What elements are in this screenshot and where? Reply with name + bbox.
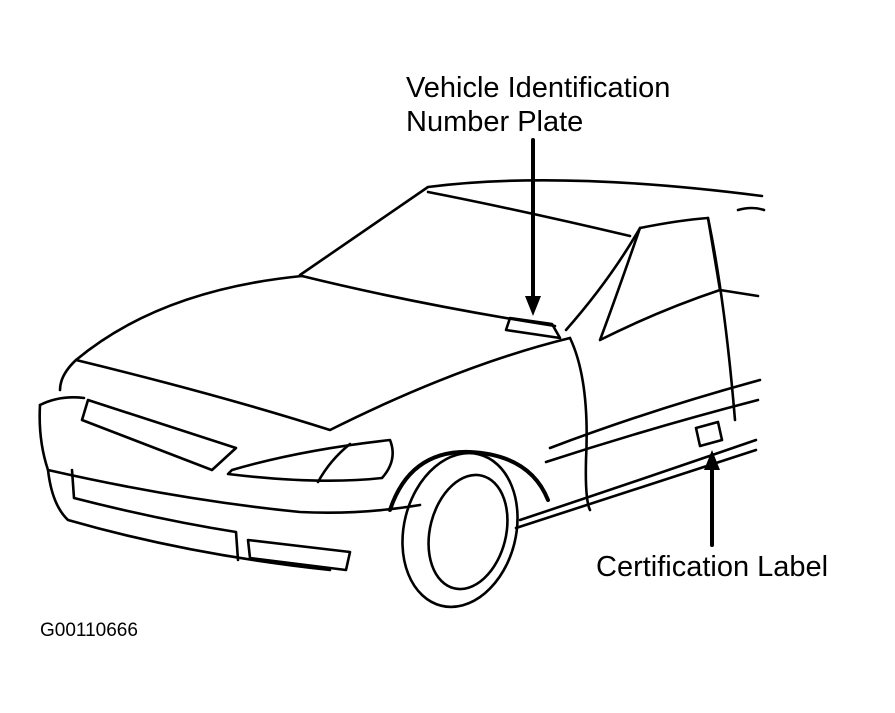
vin-plate-callout-line1: Vehicle Identification bbox=[406, 72, 671, 104]
rocker-panel bbox=[518, 438, 758, 522]
a-pillar bbox=[564, 226, 642, 332]
certification-label-callout: Certification Label bbox=[596, 551, 829, 583]
grille bbox=[80, 398, 238, 472]
headlight bbox=[226, 438, 394, 483]
door-window bbox=[598, 216, 722, 342]
roof-outline bbox=[298, 179, 764, 277]
vin-plate-callout-line2: Number Plate bbox=[406, 106, 584, 138]
b-pillar bbox=[706, 216, 737, 422]
bumper-lower bbox=[46, 468, 332, 572]
vin-arrowhead bbox=[525, 296, 541, 316]
wheel-arch bbox=[388, 449, 550, 512]
fog-light bbox=[246, 538, 352, 572]
bumper-inner bbox=[70, 468, 240, 562]
roof-rear-edge bbox=[736, 206, 766, 212]
vin-plate-mark bbox=[504, 316, 562, 340]
hood-outline bbox=[58, 274, 304, 392]
headlight-divider bbox=[316, 442, 352, 484]
cert-arrowhead bbox=[704, 450, 720, 470]
rear-window bbox=[718, 288, 760, 298]
certification-label-mark bbox=[694, 420, 724, 448]
hood-front-edge bbox=[74, 336, 572, 432]
body-side-molding bbox=[544, 398, 760, 464]
front-fender bbox=[568, 336, 592, 512]
front-corner bbox=[38, 396, 86, 407]
figure-id: G00110666 bbox=[40, 620, 138, 641]
front-wheel-rim bbox=[427, 473, 509, 591]
body-side-line bbox=[548, 378, 762, 450]
front-bumper bbox=[38, 403, 422, 514]
windshield-top bbox=[426, 190, 632, 238]
rocker-lower bbox=[514, 448, 758, 530]
front-tire-outer bbox=[401, 451, 519, 609]
vin-plate-callout: Vehicle Identification Number Plate bbox=[406, 71, 670, 139]
